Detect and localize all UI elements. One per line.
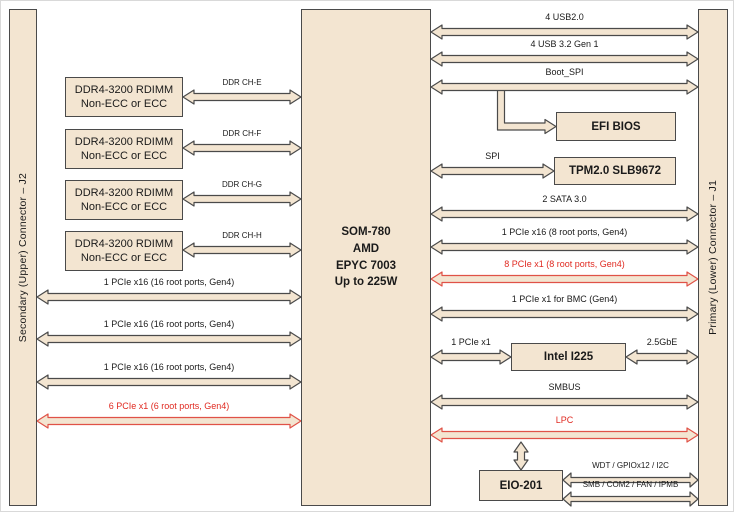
bus-label-usb32: 4 USB 3.2 Gen 1: [530, 39, 599, 49]
bus-label-spi: SPI: [485, 151, 500, 161]
left-pcie-x16-arrow-2: [36, 331, 302, 347]
connector-j2-label: Secondary (Upper) Connector – J2: [17, 172, 29, 343]
bus-label-bmc: 1 PCIe x1 for BMC (Gen4): [511, 294, 618, 304]
bus-label-left-pcie-1: 1 PCIe x16 (16 root ports, Gen4): [103, 277, 235, 287]
efi-bios-label: EFI BIOS: [591, 120, 641, 133]
connector-j2: Secondary (Upper) Connector – J2: [9, 9, 37, 506]
ddr-box-line1: DDR4-3200 RDIMM: [74, 186, 174, 199]
eio-201-box: EIO-201: [479, 470, 563, 501]
ddr-box-line2: Non-ECC or ECC: [80, 98, 168, 110]
tpm-box: TPM2.0 SLB9672: [554, 157, 676, 185]
bus-label-boot-spi: Boot_SPI: [545, 67, 584, 77]
ddr-box-ch-g: DDR4-3200 RDIMM Non-ECC or ECC: [65, 180, 183, 220]
bus-label-8-pcie-x1: 8 PCIe x1 (8 root ports, Gen4): [504, 259, 625, 269]
bmc-pcie-arrow: [430, 306, 699, 322]
ddr-ch-e-arrow: [182, 89, 302, 105]
boot-spi-arrow: [430, 79, 699, 95]
smbus-arrow: [430, 394, 699, 410]
lpc-arrow: [430, 427, 699, 443]
left-pcie-x16-arrow-1: [36, 289, 302, 305]
bus-label-left-6-pcie-x1: 6 PCIe x1 (6 root ports, Gen4): [108, 401, 230, 411]
ddr-box-line1: DDR4-3200 RDIMM: [74, 135, 174, 148]
bus-label-smb: SMB / COM2 / FAN / IPMB: [582, 480, 679, 489]
bus-label-lpc: LPC: [555, 415, 574, 425]
spi-tpm-arrow: [430, 163, 555, 179]
ddr-ch-f-arrow: [182, 140, 302, 156]
ddr-box-line1: DDR4-3200 RDIMM: [74, 83, 174, 96]
right-8-pcie-x1-arrow: [430, 271, 699, 287]
ddr-ch-g-arrow: [182, 191, 302, 207]
ddr-box-ch-h: DDR4-3200 RDIMM Non-ECC or ECC: [65, 231, 183, 271]
bus-label-left-pcie-3: 1 PCIe x16 (16 root ports, Gen4): [103, 362, 235, 372]
ddr-channel-label: DDR CH-G: [222, 180, 262, 189]
ddr-box-ch-f: DDR4-3200 RDIMM Non-ECC or ECC: [65, 129, 183, 169]
som-module-box: SOM-780 AMD EPYC 7003 Up to 225W: [301, 9, 431, 506]
smb-com2-fan-ipmb-arrow: [562, 491, 699, 507]
efi-bios-box: EFI BIOS: [556, 112, 676, 141]
som-title-line: SOM-780: [341, 226, 391, 239]
bus-label-left-pcie-2: 1 PCIe x16 (16 root ports, Gen4): [103, 319, 235, 329]
boot-spi-to-efi-branch-arrow: [496, 88, 557, 135]
bus-label-usb2: 4 USB2.0: [545, 12, 584, 22]
intel-i225-label: Intel I225: [543, 351, 594, 363]
intel-i225-box: Intel I225: [511, 343, 626, 371]
ddr-box-ch-e: DDR4-3200 RDIMM Non-ECC or ECC: [65, 77, 183, 117]
bus-label-smbus: SMBUS: [548, 382, 581, 392]
ddr-channel-label: DDR CH-E: [222, 78, 262, 87]
ddr-box-line2: Non-ECC or ECC: [80, 150, 168, 162]
ddr-channel-label: DDR CH-H: [222, 231, 262, 240]
ddr-channel-label: DDR CH-F: [222, 129, 262, 138]
tpm-label: TPM2.0 SLB9672: [568, 165, 662, 177]
eio-201-label: EIO-201: [499, 479, 543, 492]
som-title-line: EPYC 7003: [335, 259, 397, 272]
usb32-arrow: [430, 51, 699, 67]
connector-j1: Primary (Lower) Connector – J1: [698, 9, 728, 506]
pcie-x1-i225-arrow: [430, 349, 512, 365]
ddr-box-line2: Non-ECC or ECC: [80, 201, 168, 213]
ddr-ch-h-arrow: [182, 242, 302, 258]
right-pcie-x16-arrow: [430, 239, 699, 255]
ddr-box-line2: Non-ECC or ECC: [80, 252, 168, 264]
left-pcie-x16-arrow-3: [36, 374, 302, 390]
lpc-to-eio-arrow: [513, 441, 529, 471]
gbe-arrow: [625, 349, 699, 365]
left-6-pcie-x1-arrow: [36, 413, 302, 429]
som-title-line: Up to 225W: [334, 276, 398, 289]
som-title-line: AMD: [352, 242, 380, 255]
connector-j1-label: Primary (Lower) Connector – J1: [707, 180, 719, 335]
bus-label-sata: 2 SATA 3.0: [542, 194, 587, 204]
bus-label-right-pcie-x16: 1 PCIe x16 (8 root ports, Gen4): [501, 227, 628, 237]
bus-label-wdt: WDT / GPIOx12 / I2C: [592, 461, 669, 470]
bus-label-pcie-x1: 1 PCIe x1: [451, 337, 491, 347]
sata-arrow: [430, 206, 699, 222]
ddr-box-line1: DDR4-3200 RDIMM: [74, 237, 174, 250]
bus-label-gbe: 2.5GbE: [646, 337, 678, 347]
